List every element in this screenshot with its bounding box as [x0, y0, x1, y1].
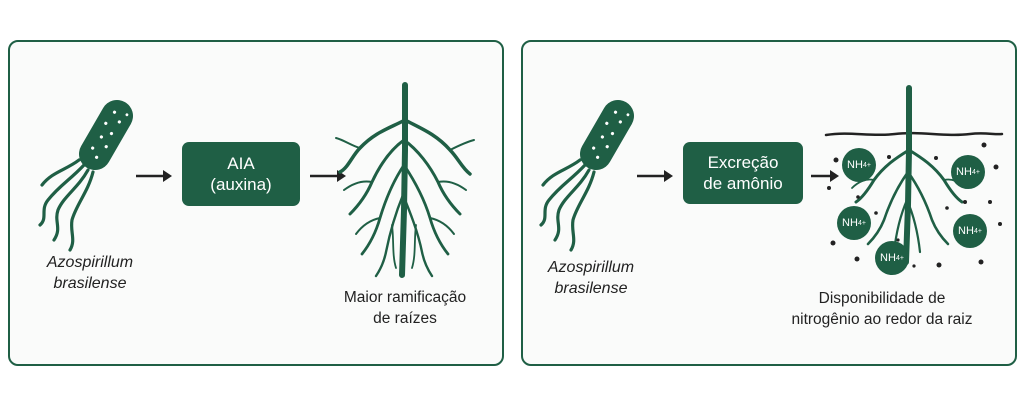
aia-box-line2: (auxina): [210, 175, 272, 194]
result-caption-right: Disponibilidade de nitrogênio ao redor d…: [752, 288, 1012, 330]
bacterium-icon: [38, 99, 133, 252]
ion-subscript: 4: [895, 254, 900, 262]
ammonium-box-line2: de amônio: [703, 174, 783, 193]
ammonium-excretion-box: Excreção de amônio: [683, 142, 803, 204]
ion-subscript: 4: [862, 161, 867, 169]
soil-particles: [827, 142, 1002, 268]
arrow-right-icon: [811, 170, 839, 182]
organism-genus: Azospirillum: [46, 254, 134, 271]
ion-subscript: 4: [973, 227, 978, 235]
ammonium-box-line1: Excreção: [707, 153, 779, 172]
ion-base: NH: [842, 217, 858, 229]
ion-base: NH: [956, 166, 972, 178]
ion-superscript: +: [899, 254, 904, 262]
bacterium-icon: [539, 99, 634, 252]
organism-genus: Azospirillum: [547, 259, 635, 276]
result-caption-line1: Disponibilidade de: [818, 290, 946, 307]
result-caption-line1: Maior ramificação: [343, 289, 467, 306]
ion-subscript: 4: [971, 168, 976, 176]
result-caption-left: Maior ramificação de raízes: [315, 287, 495, 329]
organism-label-right: Azospirillum brasilense: [511, 257, 671, 299]
soil-line: [824, 131, 1004, 137]
organism-species: brasilense: [554, 280, 628, 297]
root-icon: [335, 82, 475, 278]
organism-species: brasilense: [53, 275, 127, 292]
result-caption-line2: de raízes: [373, 310, 437, 327]
ion-superscript: +: [975, 168, 980, 176]
aia-box-line1: AIA: [227, 154, 255, 173]
result-caption-line2: nitrogênio ao redor da raiz: [791, 311, 973, 328]
arrow-right-icon: [136, 170, 172, 182]
aia-box: AIA (auxina): [182, 142, 300, 206]
arrow-right-icon: [637, 170, 673, 182]
ion-subscript: 4: [857, 219, 862, 227]
ion-superscript: +: [977, 227, 982, 235]
ion-base: NH: [847, 159, 863, 171]
ion-superscript: +: [861, 219, 866, 227]
ion-base: NH: [958, 225, 974, 237]
ion-base: NH: [880, 252, 896, 264]
organism-label-left: Azospirillum brasilense: [10, 252, 170, 294]
ion-superscript: +: [866, 161, 871, 169]
